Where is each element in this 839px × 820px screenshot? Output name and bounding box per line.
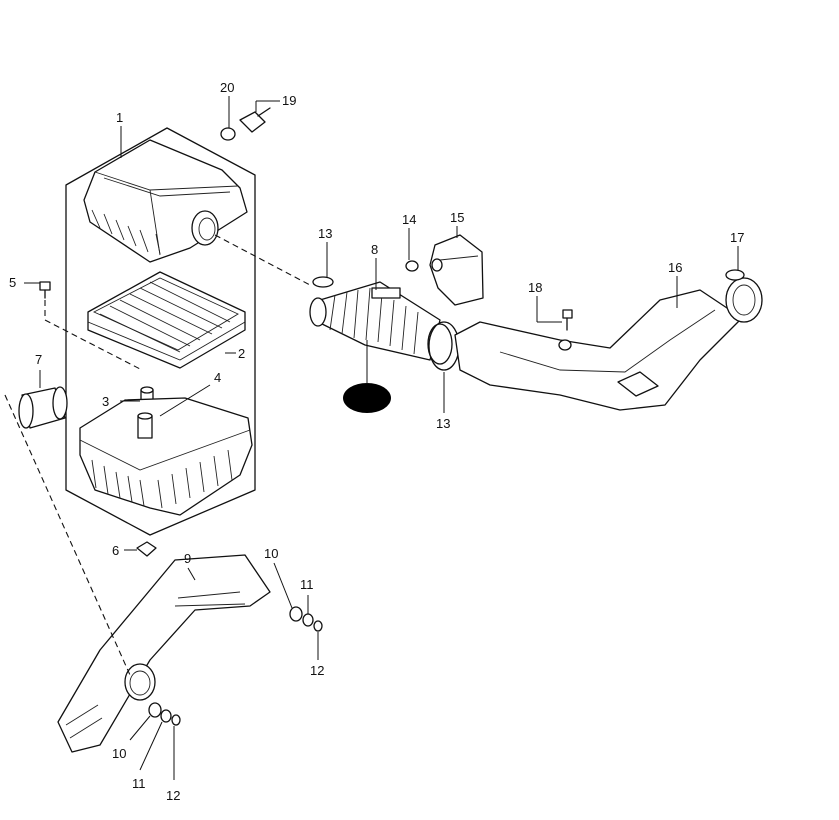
callout-3: 3 bbox=[102, 394, 109, 409]
hardware-set-upper bbox=[289, 606, 323, 632]
hardware-set-lower bbox=[148, 702, 181, 726]
callout-17: 17 bbox=[730, 230, 744, 245]
sleeve-7 bbox=[18, 386, 68, 429]
intake-hose-8 bbox=[309, 281, 453, 365]
dashed-guide-4 bbox=[4, 394, 131, 676]
callout-16: 16 bbox=[668, 260, 682, 275]
callout-12a: 12 bbox=[310, 663, 324, 678]
sensor-19 bbox=[239, 107, 271, 133]
callout-13a: 13 bbox=[318, 226, 332, 241]
inlet-duct-9 bbox=[57, 554, 271, 753]
bolt-18 bbox=[562, 309, 573, 331]
nut-6 bbox=[136, 541, 157, 557]
callout-4: 4 bbox=[214, 370, 221, 385]
callout-15: 15 bbox=[450, 210, 464, 225]
callout-12b: 12 bbox=[166, 788, 180, 803]
callout-7: 7 bbox=[35, 352, 42, 367]
nut-20 bbox=[220, 127, 236, 141]
air-cleaner-lower-case bbox=[79, 397, 253, 516]
callout-13b: 13 bbox=[436, 416, 450, 431]
callout-2: 2 bbox=[238, 346, 245, 361]
air-filter-element bbox=[87, 271, 246, 369]
assembly-group-outline bbox=[65, 127, 256, 536]
dashed-guide-3 bbox=[44, 319, 143, 371]
callout-10b: 10 bbox=[112, 746, 126, 761]
dashed-guide-1 bbox=[214, 234, 311, 286]
clamp-14 bbox=[405, 260, 419, 272]
clamp-17 bbox=[725, 269, 745, 281]
callout-20: 20 bbox=[220, 80, 234, 95]
bolt-5 bbox=[39, 281, 51, 299]
callout-5: 5 bbox=[9, 275, 16, 290]
callout-10a: 10 bbox=[264, 546, 278, 561]
air-duct-16 bbox=[454, 277, 763, 411]
callout-6: 6 bbox=[112, 543, 119, 558]
callout-11b: 11 bbox=[132, 776, 146, 791]
callout-11a: 11 bbox=[300, 577, 314, 592]
callout-18: 18 bbox=[528, 280, 542, 295]
clamp-13-upper bbox=[312, 276, 334, 288]
air-cleaner-upper-case bbox=[83, 139, 248, 263]
callout-19: 19 bbox=[282, 93, 296, 108]
callout-14: 14 bbox=[402, 212, 416, 227]
resonator-15 bbox=[429, 234, 484, 306]
callout-9: 9 bbox=[184, 551, 191, 566]
callout-1: 1 bbox=[116, 110, 123, 125]
reference-marker bbox=[343, 383, 391, 413]
callout-8: 8 bbox=[371, 242, 378, 257]
